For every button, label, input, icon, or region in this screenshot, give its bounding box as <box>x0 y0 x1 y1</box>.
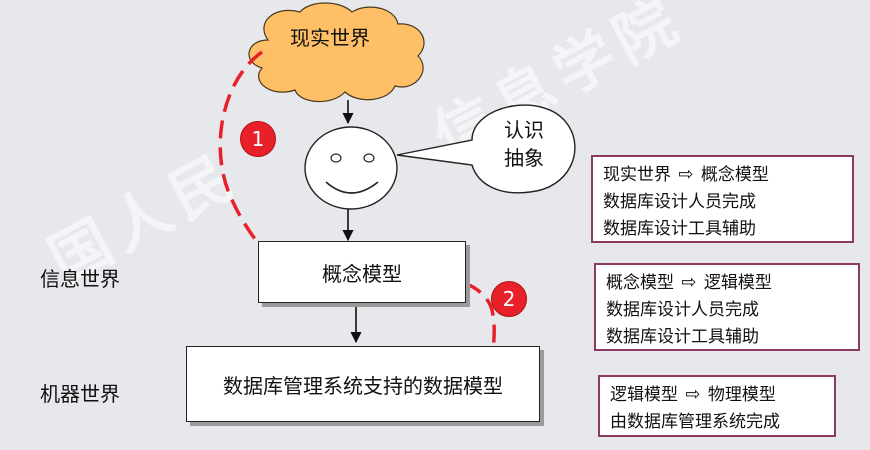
note-3-row-2: 由数据库管理系统完成 <box>610 412 780 432</box>
note-1-to: 概念模型 <box>700 165 769 185</box>
note-3-to: 物理模型 <box>707 385 776 405</box>
step-badge-2: 2 <box>491 281 527 317</box>
note-3-row-1: 逻辑模型 ⇨ 物理模型 <box>610 381 826 409</box>
note-1-row-3: 数据库设计工具辅助 <box>603 219 756 239</box>
concept-model-box: 概念模型 <box>258 241 466 303</box>
hollow-right-arrow-icon: ⇨ <box>681 272 697 293</box>
dbms-data-model-label: 数据库管理系统支持的数据模型 <box>223 373 503 398</box>
smiley-face-icon <box>304 126 398 210</box>
dbms-data-model-box: 数据库管理系统支持的数据模型 <box>186 346 540 422</box>
note-2-row-1: 概念模型 ⇨ 逻辑模型 <box>606 269 850 297</box>
note-conceptual-design: 现实世界 ⇨ 概念模型 数据库设计人员完成 数据库设计工具辅助 <box>591 155 854 243</box>
hollow-right-arrow-icon: ⇨ <box>678 164 694 185</box>
info-world-label: 信息世界 <box>40 267 120 291</box>
speech-bubble <box>396 104 576 194</box>
note-3-from: 逻辑模型 <box>610 385 678 405</box>
bubble-text-line1: 认识 <box>504 118 544 142</box>
real-world-cloud <box>248 2 425 103</box>
bubble-text-line2: 抽象 <box>504 146 544 170</box>
note-logical-design: 概念模型 ⇨ 逻辑模型 数据库设计人员完成 数据库设计工具辅助 <box>594 263 860 351</box>
note-1-row-1: 现实世界 ⇨ 概念模型 <box>603 161 844 189</box>
note-2-row-3: 数据库设计工具辅助 <box>606 327 759 347</box>
note-2-from: 概念模型 <box>606 273 674 293</box>
note-2-row-2: 数据库设计人员完成 <box>606 300 759 320</box>
dashed-path-1 <box>218 50 270 258</box>
face-left-eye <box>330 153 342 163</box>
real-world-label: 现实世界 <box>290 26 370 50</box>
hollow-right-arrow-icon: ⇨ <box>685 384 701 405</box>
step-badge-1: 1 <box>240 121 276 157</box>
face-right-eye <box>363 153 375 163</box>
note-physical-design: 逻辑模型 ⇨ 物理模型 由数据库管理系统完成 <box>598 375 836 437</box>
concept-model-label: 概念模型 <box>322 261 402 286</box>
note-1-from: 现实世界 <box>603 165 671 185</box>
face-smile <box>325 181 379 194</box>
note-2-to: 逻辑模型 <box>703 273 772 293</box>
note-1-row-2: 数据库设计人员完成 <box>603 192 756 212</box>
machine-world-label: 机器世界 <box>40 382 120 406</box>
